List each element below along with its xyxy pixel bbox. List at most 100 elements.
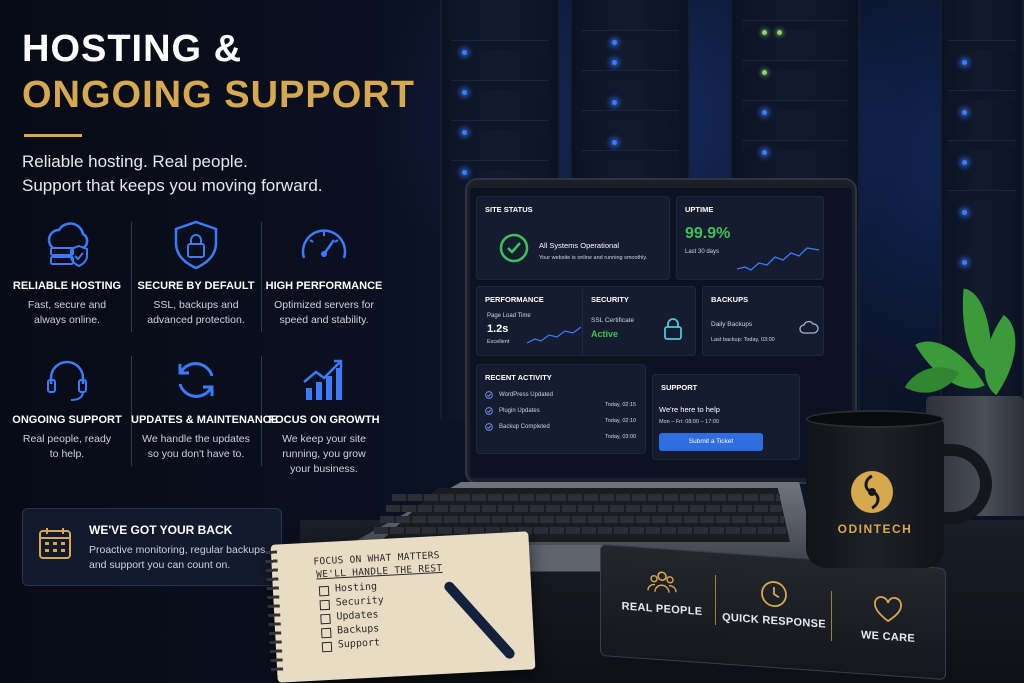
feature-focus-on-growth: FOCUS ON GROWTH We keep your site runnin… [259, 352, 389, 477]
guarantee-desc-line1: Proactive monitoring, regular backups [89, 544, 266, 556]
activity-time: Today, 03:00 [605, 434, 637, 440]
notebook-item: Support [337, 637, 381, 651]
sign-label: WE CARE [860, 629, 916, 645]
guarantee-desc-line2: and support you can count on. [89, 559, 231, 571]
backups-label: Daily Backups [711, 321, 753, 328]
submit-ticket-label: Submit a Ticket [688, 438, 734, 445]
headline-line2: ONGOING SUPPORT [22, 74, 415, 116]
feature-desc-line2: always online. [34, 314, 100, 326]
keyboard-row [380, 516, 784, 523]
feature-desc-line1: Optimized servers for [274, 299, 374, 311]
feature-desc-line2: running, you grow [282, 448, 366, 460]
tagline-line2: Support that keeps you moving forward. [22, 176, 323, 195]
feature-high-performance: HIGH PERFORMANCE Optimized servers for s… [259, 218, 389, 328]
calendar-icon [39, 528, 71, 559]
keyboard-row [386, 505, 782, 512]
checkbox-checked [320, 613, 331, 625]
feature-title: UPDATES & MAINTENANCE [131, 414, 279, 426]
feature-divider [131, 222, 132, 332]
notebook-item: Updates [336, 609, 379, 623]
heart-icon [874, 596, 902, 623]
people-icon [647, 571, 677, 593]
desk-sign: REAL PEOPLE QUICK RESPONSE WE CARE [600, 543, 946, 681]
checkbox-checked [319, 599, 331, 611]
backups-last: Last backup: Today, 03:00 [711, 337, 775, 343]
panel-title: RECENT ACTIVITY [485, 373, 552, 382]
mug-rim [806, 410, 944, 428]
feature-divider [261, 356, 262, 466]
site-status-text: All Systems Operational [539, 241, 620, 250]
refresh-icon [178, 362, 214, 398]
feature-desc-line2: speed and stability. [279, 314, 369, 326]
recent-activity-panel: RECENT ACTIVITY WordPress Updated Today,… [476, 364, 646, 454]
tagline-line1: Reliable hosting. Real people. [22, 152, 248, 171]
activity-label: Plugin Updates [499, 408, 540, 414]
feature-secure-by-default: SECURE BY DEFAULT SSL, backups and advan… [131, 218, 261, 328]
panel-title: BACKUPS [711, 295, 749, 304]
backups-panel: BACKUPS Daily Backups Last backup: Today… [702, 286, 824, 356]
feature-reliable-hosting: RELIABLE HOSTING Fast, secure and always… [2, 218, 132, 328]
uptime-value: 99.9% [685, 225, 731, 242]
headset-icon [47, 360, 87, 401]
dashboard-screen: SITE STATUS All Systems Operational Your… [470, 188, 852, 478]
feature-desc-line1: Fast, secure and [27, 299, 107, 311]
performance-rating: Excellent [487, 339, 510, 345]
support-panel: SUPPORT We're here to help Mon – Fri: 08… [652, 374, 800, 460]
speedometer-icon [301, 229, 347, 259]
notebook-item: Security [335, 595, 385, 609]
site-status-panel: SITE STATUS All Systems Operational Your… [476, 196, 670, 280]
feature-desc-line3: your business. [290, 463, 358, 475]
growth-chart-icon [303, 359, 343, 400]
guarantee-title: WE'VE GOT YOUR BACK [89, 523, 233, 537]
odintech-logo-icon [851, 471, 893, 513]
activity-label: WordPress Updated [499, 392, 553, 398]
notebook-item: Hosting [334, 581, 378, 595]
feature-title: HIGH PERFORMANCE [265, 280, 383, 292]
feature-desc-line2: to help. [49, 448, 85, 460]
support-heading: We're here to help [659, 405, 720, 414]
headline-underline [24, 134, 82, 137]
sign-item-we-care: WE CARE [833, 591, 943, 647]
check-icon [485, 391, 493, 399]
support-hours: Mon – Fri: 08:00 – 17:00 [659, 419, 719, 425]
sign-item-quick-response: QUICK RESPONSE [719, 575, 829, 631]
panel-title: UPTIME [685, 205, 714, 214]
feature-desc-line2: advanced protection. [147, 314, 245, 326]
security-value: Active [591, 329, 619, 339]
guarantee-card: WE'VE GOT YOUR BACK Proactive monitoring… [22, 508, 282, 586]
sign-divider [831, 591, 832, 642]
feature-divider [261, 222, 262, 332]
checkbox-checked [321, 641, 333, 653]
panel-title: SUPPORT [661, 383, 698, 392]
keyboard-row [374, 527, 786, 534]
check-icon [485, 423, 493, 431]
headline-line1: HOSTING & [22, 28, 243, 70]
performance-panel: PERFORMANCE Page Load Time 1.2s Excellen… [476, 286, 586, 356]
shield-lock-icon [174, 220, 218, 270]
feature-title: ONGOING SUPPORT [12, 414, 122, 426]
check-circle-icon [499, 233, 529, 263]
check-icon [485, 407, 493, 415]
feature-title: RELIABLE HOSTING [12, 280, 122, 292]
activity-label: Backup Completed [499, 424, 550, 430]
notebook: FOCUS ON WHAT MATTERS WE'LL HANDLE THE R… [264, 531, 536, 683]
feature-title: FOCUS ON GROWTH [268, 414, 380, 426]
guarantee-desc: Proactive monitoring, regular backups an… [89, 543, 279, 573]
security-label: SSL Certificate [591, 317, 635, 324]
performance-sparkline [527, 326, 581, 344]
keyboard-row [392, 494, 780, 501]
uptime-panel: UPTIME 99.9% Last 30 days [676, 196, 824, 280]
submit-ticket-button[interactable]: Submit a Ticket [659, 433, 763, 451]
sign-item-real-people: REAL PEOPLE [607, 563, 717, 619]
mug-brand: ODINTECH [837, 522, 913, 536]
performance-label: Page Load Time [487, 313, 531, 319]
cloud-icon [799, 321, 819, 334]
feature-desc-line1: We keep your site [282, 433, 366, 445]
activity-time: Today, 02:10 [605, 418, 637, 424]
checkbox-checked [318, 585, 330, 597]
feature-ongoing-support: ONGOING SUPPORT Real people, ready to he… [2, 352, 132, 462]
activity-time: Today, 02:15 [605, 402, 637, 408]
site-status-detail: Your website is online and running smoot… [539, 255, 648, 261]
panel-title: PERFORMANCE [485, 295, 544, 304]
sign-label: QUICK RESPONSE [722, 611, 826, 631]
